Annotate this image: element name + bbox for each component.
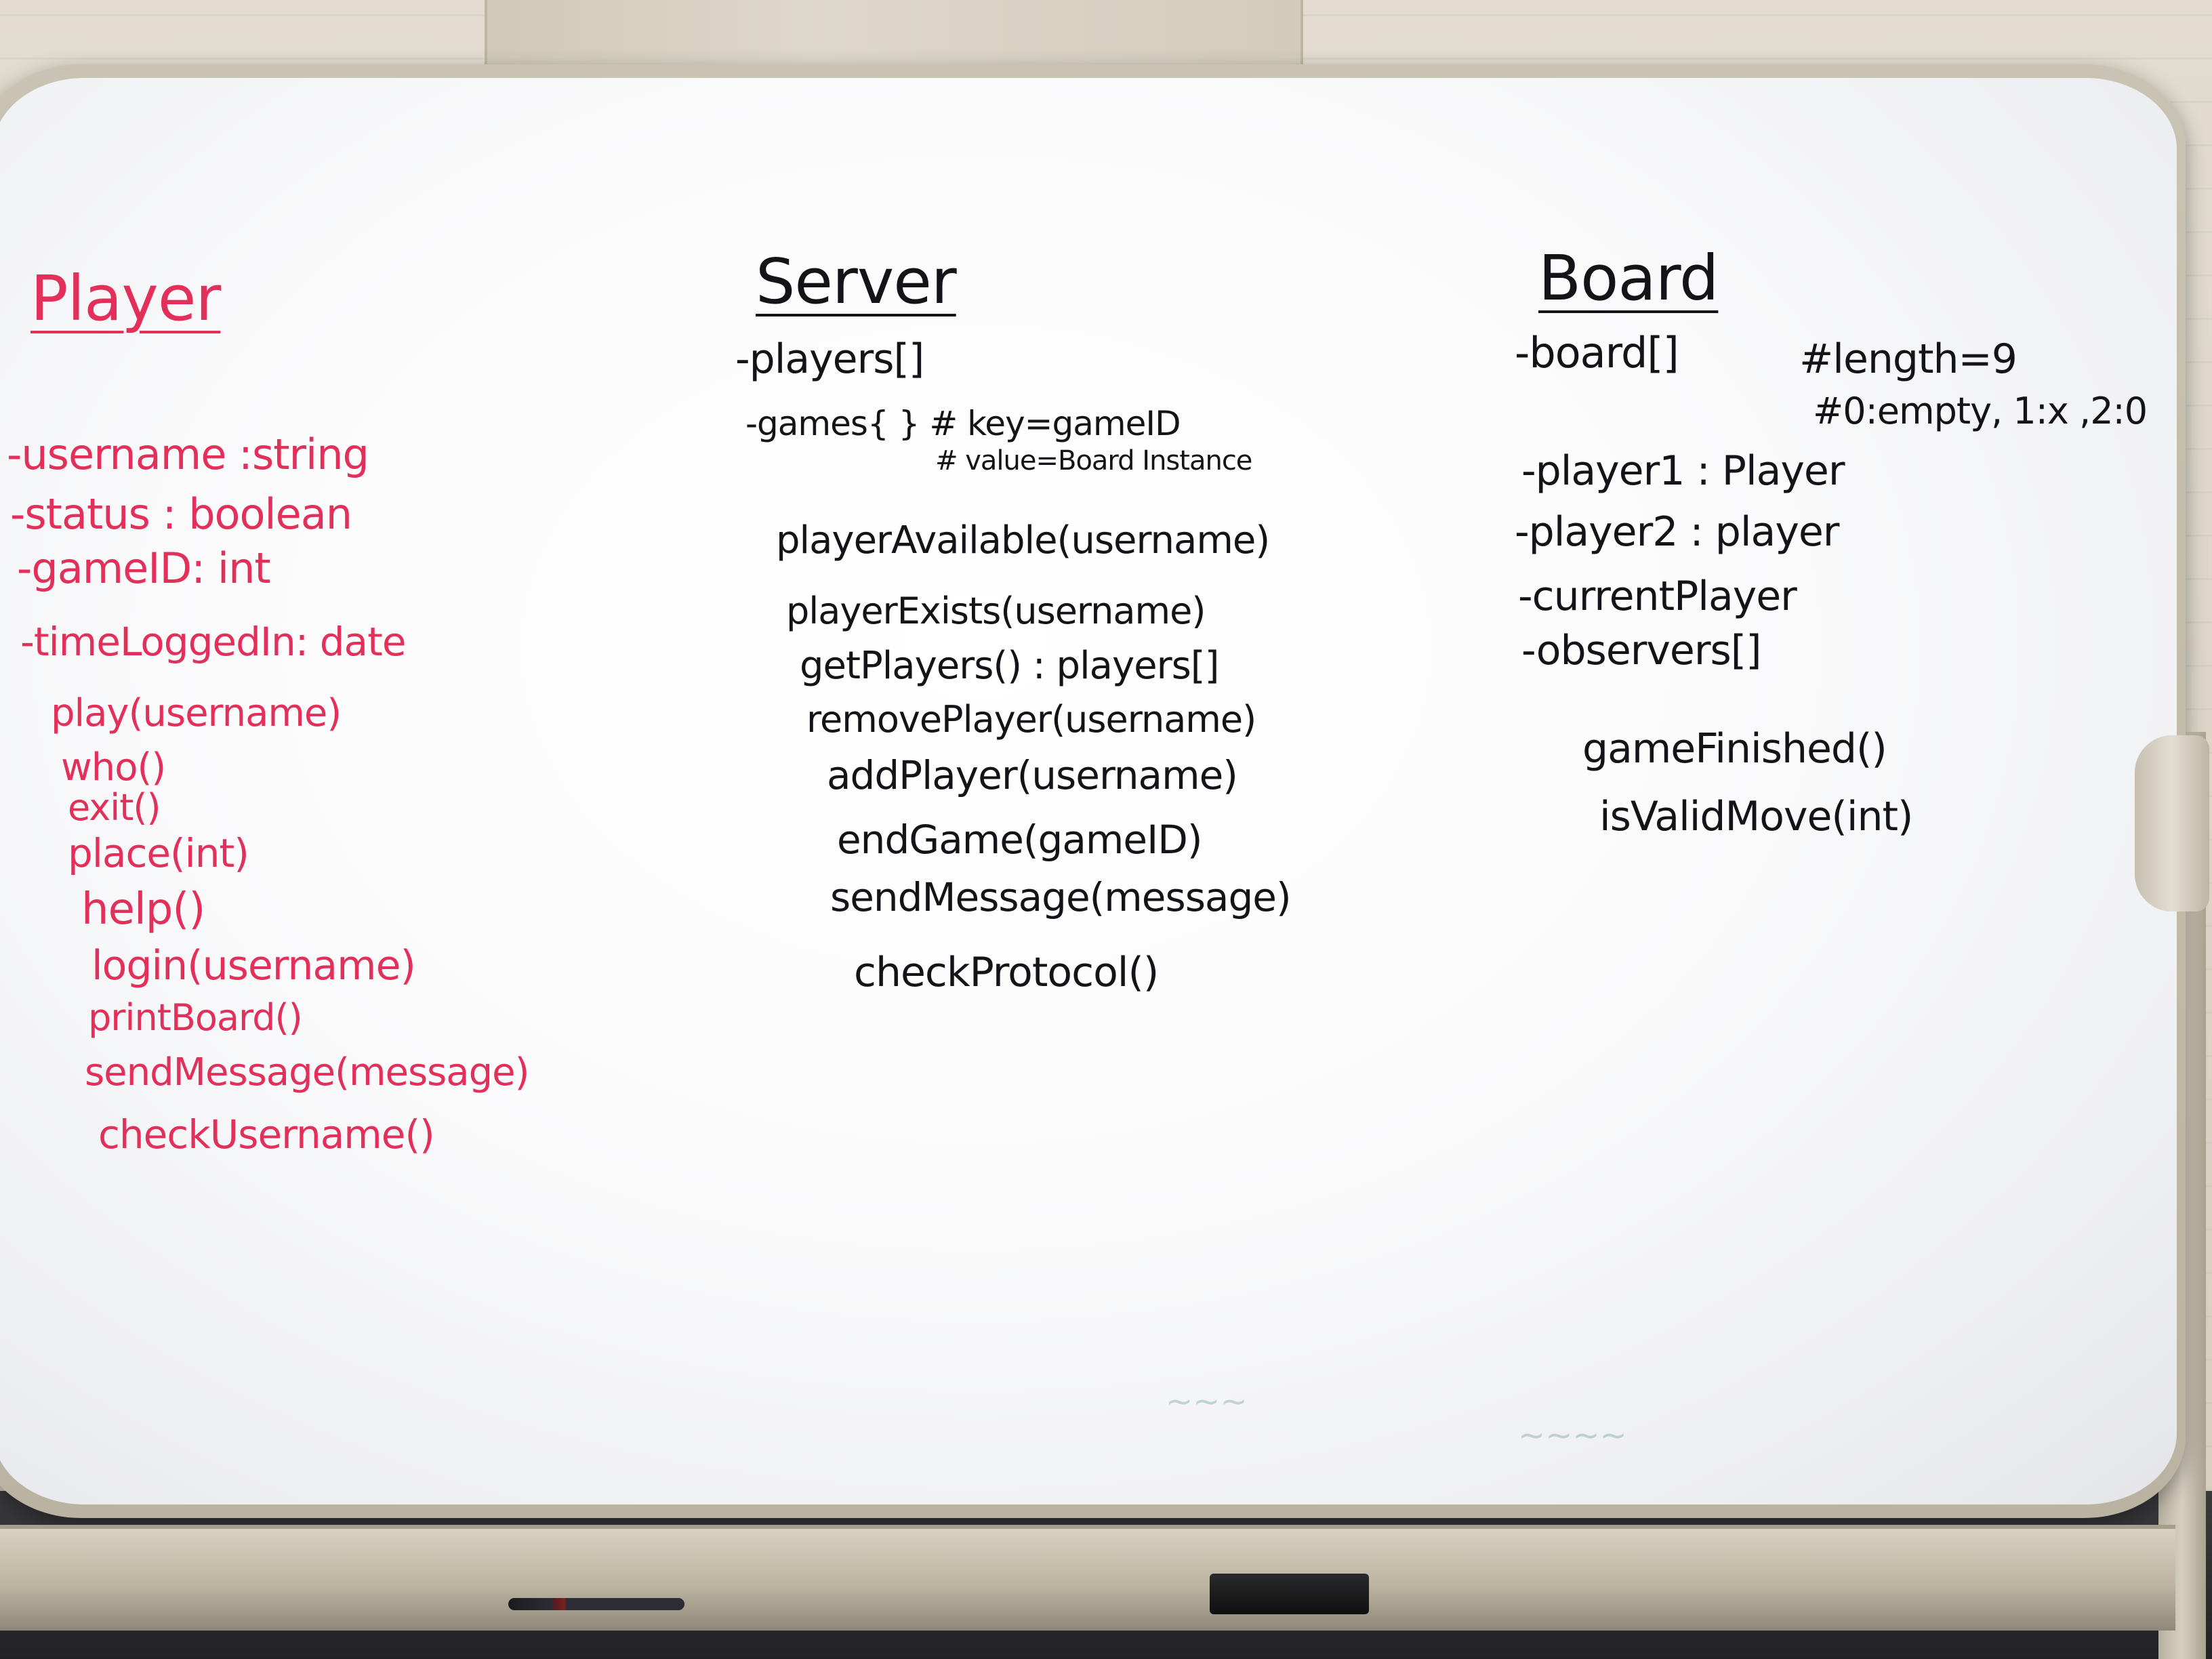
board-attribute: -board[]	[1515, 328, 1679, 377]
whiteboard-surface	[0, 78, 2177, 1504]
player-method: checkUsername()	[98, 1111, 435, 1158]
board-method: isValidMove(int)	[1599, 793, 1913, 840]
board-attribute: -currentPlayer	[1518, 573, 1797, 620]
server-method: getPlayers() : players[]	[800, 644, 1219, 688]
server-title: Server	[756, 245, 957, 318]
eraser-smudge: ~~~~	[1518, 1416, 1627, 1454]
player-method: printBoard()	[88, 996, 303, 1039]
server-method: playerAvailable(username)	[776, 518, 1270, 562]
player-method: sendMessage(message)	[85, 1050, 529, 1094]
player-title: Player	[30, 262, 221, 335]
player-method: who()	[61, 745, 166, 790]
player-method: help()	[81, 884, 205, 935]
server-method: addPlayer(username)	[827, 752, 1238, 798]
player-attribute: -username :string	[7, 430, 369, 479]
server-method: sendMessage(message)	[830, 874, 1292, 920]
board-hinge-clamp	[2135, 735, 2209, 912]
player-attribute: -status : boolean	[10, 489, 352, 539]
board-attribute: -observers[]	[1521, 627, 1762, 674]
server-attribute: -players[]	[735, 335, 924, 383]
player-method: login(username)	[91, 942, 416, 989]
player-method: place(int)	[68, 830, 249, 876]
marker-tray	[0, 1525, 2175, 1631]
board-attribute: -player1 : Player	[1521, 447, 1845, 495]
whiteboard-eraser	[1210, 1574, 1369, 1614]
board-attribute: -player2 : player	[1515, 508, 1839, 556]
marker-pen	[508, 1598, 684, 1610]
board-comment: #length=9	[1799, 335, 2018, 383]
server-method: checkProtocol()	[854, 949, 1159, 996]
server-method: playerExists(username)	[786, 590, 1206, 632]
server-method: endGame(gameID)	[837, 817, 1202, 863]
player-method: play(username)	[51, 691, 342, 735]
eraser-smudge: ~~~	[1166, 1382, 1248, 1420]
player-attribute: -gameID: int	[17, 544, 271, 593]
server-attribute: -games{ } # key=gameID	[745, 404, 1181, 443]
player-method: exit()	[68, 786, 161, 829]
board-title: Board	[1538, 242, 1719, 314]
player-attribute: -timeLoggedIn: date	[20, 619, 407, 665]
board-method: gameFinished()	[1582, 725, 1887, 773]
server-method: removePlayer(username)	[806, 698, 1256, 741]
server-comment: # value=Board Instance	[935, 445, 1252, 476]
board-comment: #0:empty, 1:x ,2:0	[1813, 390, 2148, 432]
